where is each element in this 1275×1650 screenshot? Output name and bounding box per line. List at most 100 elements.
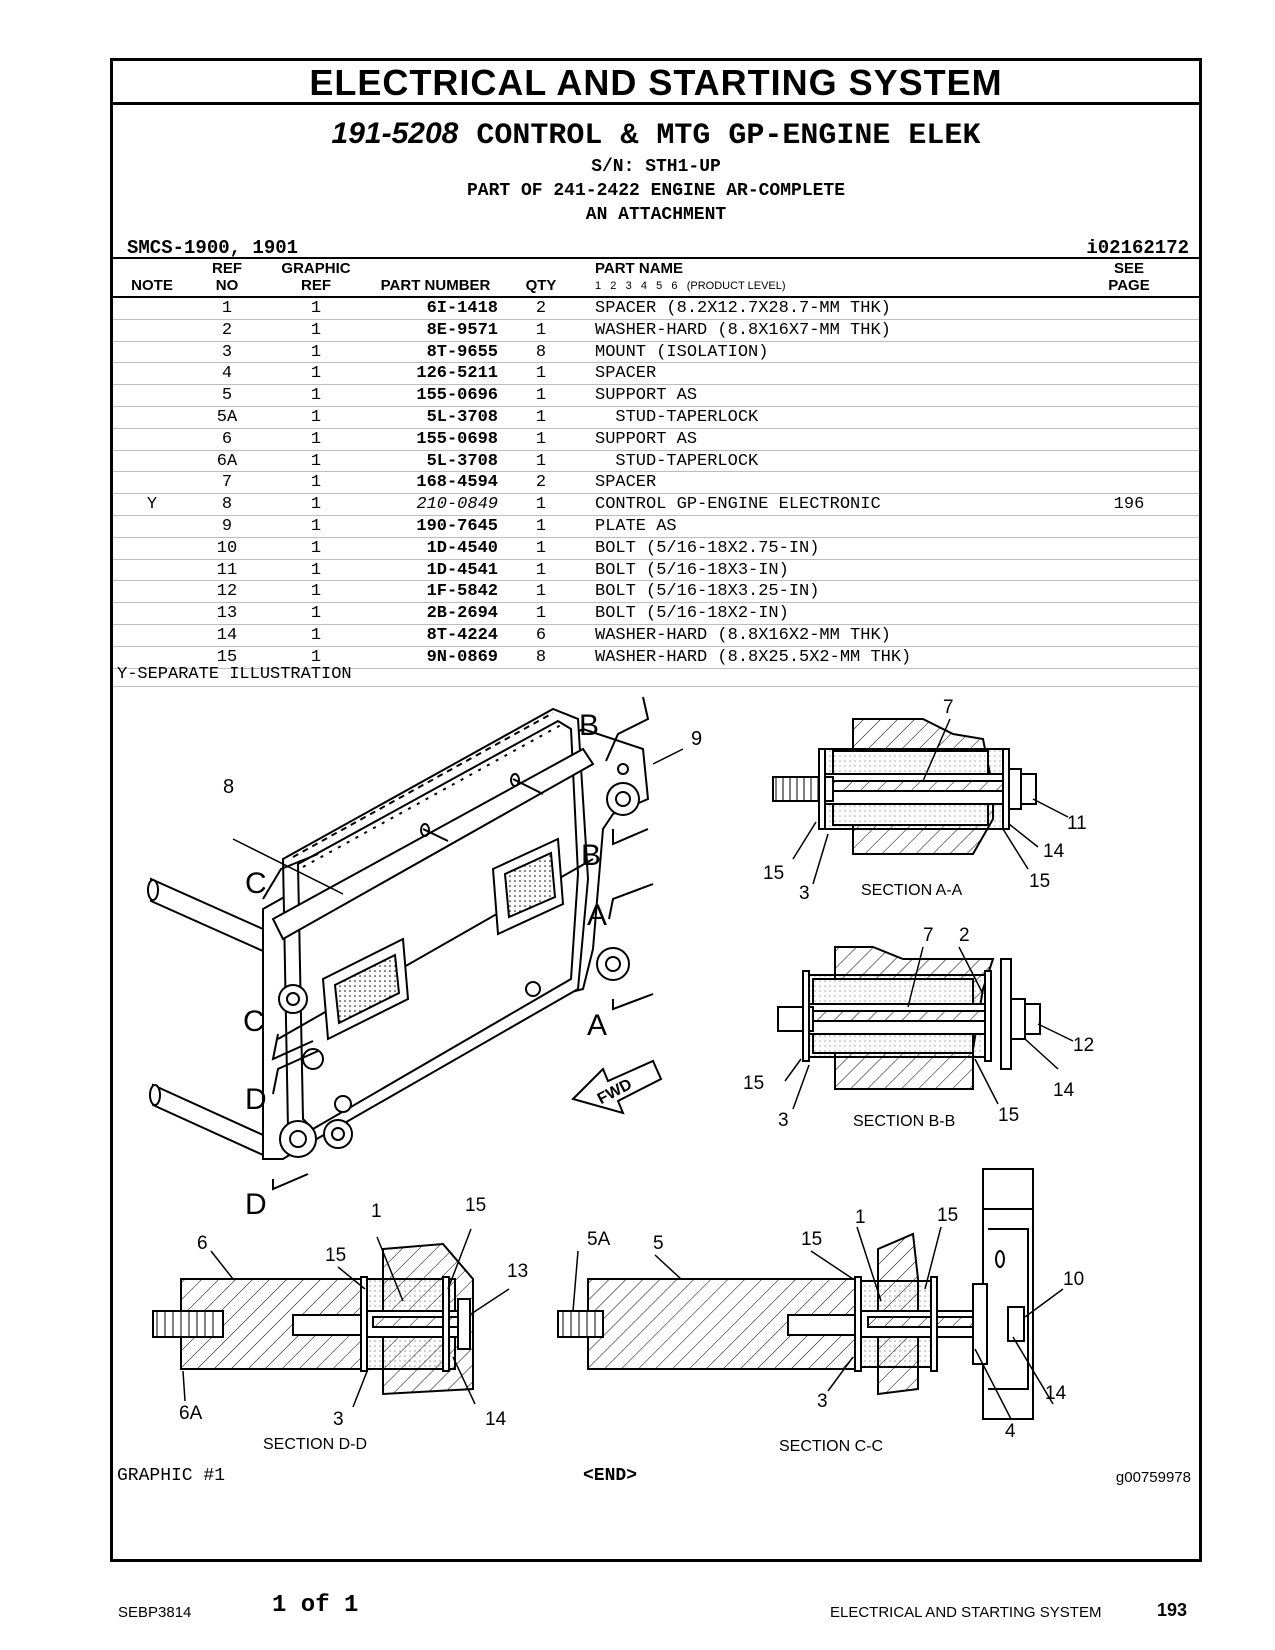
cell-graphic-ref: 1 — [310, 429, 322, 449]
cc-callout-4: 4 — [1005, 1421, 1016, 1442]
page-number: 193 — [1157, 1600, 1188, 1620]
section-b-b-drawing — [777, 946, 1041, 1090]
section-d-d-drawing — [152, 1242, 474, 1396]
cell-part-number[interactable]: 5L-3708 — [426, 451, 498, 471]
cell-part-number[interactable]: 190-7645 — [416, 516, 498, 536]
cell-part-number[interactable]: 126-5211 — [416, 364, 498, 384]
cell-part-number[interactable]: 8T-4224 — [426, 625, 498, 645]
cell-part-number[interactable]: 210-0849 — [416, 495, 498, 515]
cut-label-d-bottom: D — [245, 1188, 267, 1221]
group-part-number[interactable]: 191-5208 — [331, 117, 459, 150]
bb-callout-15-right: 15 — [998, 1105, 1019, 1126]
cell-ref-no: 6A — [216, 451, 238, 471]
aa-callout-15-right: 15 — [1029, 871, 1050, 892]
cell-part-number[interactable]: 1F-5842 — [426, 582, 498, 602]
cell-part-name: SUPPORT AS — [595, 386, 698, 406]
dd-callout-15-right: 15 — [465, 1195, 486, 1216]
cell-qty: 8 — [535, 647, 547, 667]
cut-label-a-bottom: A — [587, 1009, 607, 1042]
cell-part-number[interactable]: 5L-3708 — [426, 407, 498, 427]
doc-id: SEBP3814 — [118, 1604, 192, 1621]
cell-part-name: WASHER-HARD (8.8X25.5X2-MM THK) — [595, 647, 912, 667]
cell-graphic-ref: 1 — [310, 647, 322, 667]
cell-part-number[interactable]: 6I-1418 — [426, 299, 498, 318]
part-of-line: PART OF 241-2422 ENGINE AR-COMPLETE — [466, 181, 846, 201]
section-cut-markers — [232, 696, 684, 1191]
aa-callout-3: 3 — [799, 883, 810, 904]
title-band: ELECTRICAL AND STARTING SYSTEM — [113, 61, 1199, 105]
cell-part-name: MOUNT (ISOLATION) — [595, 342, 769, 362]
cell-see-page[interactable]: 196 — [1113, 495, 1145, 515]
cell-graphic-ref: 1 — [310, 342, 322, 362]
graphic-label: GRAPHIC #1 — [117, 1466, 226, 1486]
cell-qty: 1 — [535, 407, 547, 427]
cell-part-name: BOLT (5/16-18X2-IN) — [595, 604, 789, 624]
cell-part-number[interactable]: 9N-0869 — [426, 647, 498, 667]
cell-qty: 1 — [535, 451, 547, 471]
cell-part-number[interactable]: 168-4594 — [416, 473, 498, 493]
col-qty: QTY — [525, 277, 557, 294]
section-c-c-drawing — [557, 1168, 1034, 1420]
cell-qty: 1 — [535, 429, 547, 449]
col-see-top: SEE — [1113, 260, 1144, 277]
header-top-rule — [113, 257, 1199, 259]
cut-label-c-bottom: C — [243, 1005, 265, 1038]
ecm-assembly-drawing — [147, 707, 663, 1160]
cell-part-number[interactable]: 1D-4540 — [426, 538, 498, 558]
dd-callout-3: 3 — [333, 1409, 344, 1430]
section-d-d-label: SECTION D-D — [263, 1436, 367, 1453]
cc-callout-5a: 5A — [587, 1229, 611, 1250]
section-c-c-label: SECTION C-C — [779, 1438, 883, 1455]
cell-qty: 1 — [535, 386, 547, 406]
cc-callout-14: 14 — [1045, 1383, 1067, 1404]
dd-callout-1: 1 — [371, 1201, 382, 1222]
end-label: <END> — [583, 1466, 638, 1486]
bb-callout-14: 14 — [1053, 1080, 1075, 1101]
exploded-illustration: FWD B B A A C C D D 8 9 — [147, 696, 1094, 1455]
footnote-rule — [113, 686, 1199, 687]
dd-callout-6: 6 — [197, 1233, 208, 1254]
cell-part-number[interactable]: 155-0696 — [416, 386, 498, 406]
cell-part-name: WASHER-HARD (8.8X16X2-MM THK) — [595, 625, 891, 645]
callout-9: 9 — [691, 728, 702, 750]
cell-part-name: SPACER — [595, 364, 657, 384]
cc-callout-3: 3 — [817, 1391, 828, 1412]
cell-graphic-ref: 1 — [310, 560, 322, 580]
cut-label-b-top: B — [579, 709, 599, 742]
cell-graphic-ref: 1 — [310, 364, 322, 384]
cell-part-number[interactable]: 1D-4541 — [426, 560, 498, 580]
cell-part-name: STUD-TAPERLOCK — [595, 407, 759, 427]
col-see-bottom: PAGE — [1108, 277, 1150, 294]
section-a-a-drawing — [772, 718, 1037, 855]
cell-part-name: SPACER (8.2X12.7X28.7-MM THK) — [595, 299, 891, 318]
section-a-a-label: SECTION A-A — [861, 882, 963, 899]
cell-ref-no: 13 — [216, 604, 238, 624]
col-part-name: PART NAME — [595, 260, 684, 277]
cell-part-number[interactable]: 8T-9655 — [426, 342, 498, 362]
dd-callout-6a: 6A — [179, 1403, 203, 1424]
cell-part-number[interactable]: 8E-9571 — [426, 320, 498, 340]
attachment-line: AN ATTACHMENT — [585, 205, 727, 225]
cell-graphic-ref: 1 — [310, 407, 322, 427]
cell-note: Y — [146, 495, 158, 515]
cell-part-number[interactable]: 2B-2694 — [426, 604, 498, 624]
cell-part-number[interactable]: 155-0698 — [416, 429, 498, 449]
